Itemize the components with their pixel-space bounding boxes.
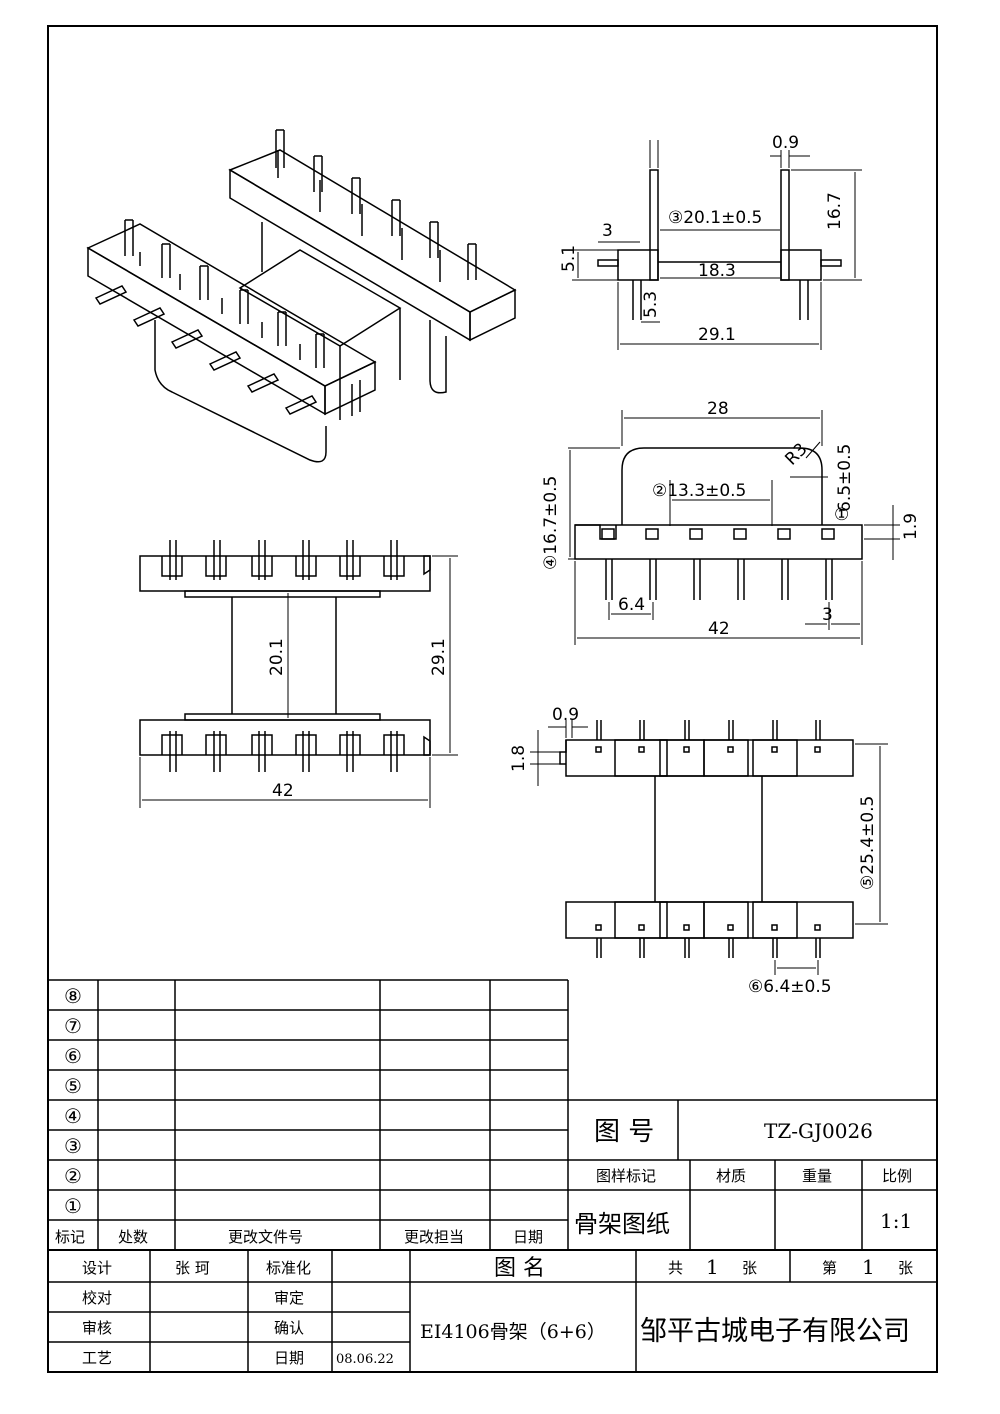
dim-mid-42: 42: [708, 619, 730, 639]
sample-mark-label: 图样标记: [596, 1167, 656, 1185]
dim-top-inner: ③20.1±0.5: [668, 208, 762, 228]
review-label: 审核: [82, 1319, 112, 1337]
company-name: 邹平古城电子有限公司: [640, 1316, 910, 1347]
title-block-grid: [48, 1099, 937, 1372]
dim-mid-3: 3: [822, 605, 833, 625]
rev-header-owner: 更改担当: [404, 1228, 464, 1246]
rev-header-mark: 标记: [55, 1228, 85, 1246]
drawing-no: TZ-GJ0026: [764, 1119, 873, 1143]
page-number: 1: [862, 1255, 875, 1279]
rev-mark: ⑧: [64, 984, 82, 1008]
dim-mid-64: 6.4: [618, 595, 645, 615]
dim-top-h: 16.7: [825, 192, 845, 230]
dim-mid-28: 28: [707, 399, 729, 419]
total-label: 共: [668, 1259, 683, 1277]
dim-top-pin-w: 0.9: [772, 133, 799, 153]
dim-bot-09: 0.9: [552, 705, 579, 725]
craft-label: 工艺: [82, 1349, 112, 1367]
total-count: 1: [706, 1255, 719, 1279]
drawing-type: 骨架图纸: [574, 1210, 670, 1238]
approve-label: 审定: [274, 1289, 304, 1307]
rev-mark: ②: [64, 1164, 82, 1188]
date-value: 08.06.22: [336, 1352, 394, 1367]
name-label: 图 名: [494, 1256, 545, 1281]
rev-mark: ④: [64, 1104, 82, 1128]
dim-bot-254: ⑤25.4±0.5: [858, 796, 878, 890]
date-label: 日期: [274, 1349, 304, 1367]
rev-header-doc: 更改文件号: [228, 1228, 303, 1246]
page-label: 第: [822, 1259, 837, 1277]
dim-mid-133: ②13.3±0.5: [652, 481, 746, 501]
dim-left-42: 42: [272, 781, 294, 801]
rev-mark: ③: [64, 1134, 82, 1158]
standard-label: 标准化: [266, 1259, 311, 1277]
weight-label: 重量: [802, 1167, 832, 1185]
dim-bot-64: ⑥6.4±0.5: [748, 977, 832, 997]
isometric-view: [86, 129, 517, 463]
scale-value: 1:1: [880, 1209, 912, 1233]
dim-top-291: 29.1: [698, 325, 736, 345]
rev-mark: ①: [64, 1194, 82, 1218]
rev-header-date: 日期: [513, 1228, 543, 1246]
design-label: 设计: [82, 1259, 112, 1277]
dim-bot-18: 1.8: [509, 745, 529, 772]
confirm-label: 确认: [274, 1319, 304, 1337]
drawing-no-label: 图 号: [594, 1117, 654, 1147]
dim-mid-65: 6.5±0.5: [835, 444, 855, 512]
material-label: 材质: [716, 1167, 746, 1185]
dim-left-291: 29.1: [429, 638, 449, 676]
designer-name: 张 珂: [175, 1259, 210, 1277]
rev-header-count: 处数: [118, 1228, 148, 1246]
check-label: 校对: [82, 1289, 112, 1307]
rev-mark: ⑤: [64, 1074, 82, 1098]
plan-view: 20.1 29.1 42: [139, 540, 458, 808]
front-view: 28 R3 6.5±0.5 ②13.3±0.5 ④16.7±0.5 ① 1.9 …: [541, 399, 921, 645]
scale-label: 比例: [882, 1167, 912, 1185]
dim-top-3: 3: [602, 221, 613, 241]
bottom-plan-view: 0.9 1.8 ⑤25.4±0.5 ⑥6.4±0.5: [509, 705, 888, 997]
dim-top-183: 18.3: [698, 261, 736, 281]
sheet-unit: 张: [742, 1259, 757, 1277]
dim-mid-19: 1.9: [901, 513, 921, 540]
sheet-border: [47, 25, 938, 1373]
dim-mid-167: ④16.7±0.5: [541, 476, 561, 570]
dim-left-201: 20.1: [267, 638, 287, 676]
dim-mid-r3: R3: [781, 439, 811, 469]
part-name: EI4106骨架（6+6）: [420, 1321, 606, 1343]
revision-table: [48, 979, 569, 1250]
dim-top-53: 5.3: [641, 291, 661, 318]
rev-mark: ⑥: [64, 1044, 82, 1068]
dim-mid-1: ①: [834, 505, 849, 525]
rev-mark: ⑦: [64, 1014, 82, 1038]
side-view: 0.9 ③20.1±0.5 16.7 3 5.1 18.3 5.3 29.1: [559, 133, 862, 350]
dim-top-51: 5.1: [559, 245, 579, 272]
sheet-unit-2: 张: [898, 1259, 913, 1277]
